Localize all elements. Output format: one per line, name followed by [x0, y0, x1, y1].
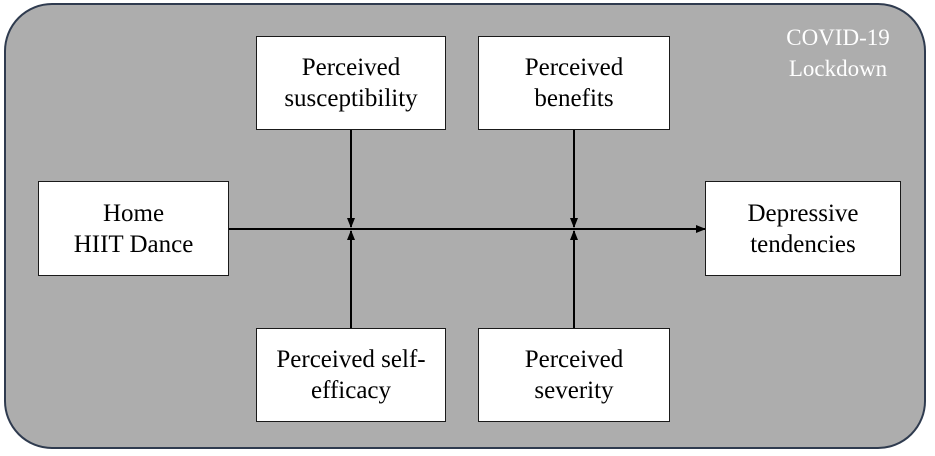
node-depressive-tendencies-line-1: Depressive [747, 199, 859, 227]
context-label-line-2: Lockdown [788, 56, 888, 81]
node-perceived-self-efficacy-line-1: Perceived self- [276, 346, 426, 373]
node-perceived-susceptibility-line-1: Perceived [301, 54, 401, 81]
context-label: COVID-19 Lockdown [768, 22, 908, 84]
node-perceived-self-efficacy: Perceived self- efficacy [256, 328, 446, 422]
node-perceived-susceptibility-line-2: susceptibility [284, 85, 418, 112]
node-home-hiit-dance: Home HIIT Dance [38, 181, 229, 276]
node-home-hiit-dance-line-1: Home [102, 199, 165, 227]
node-perceived-severity-line-2: severity [534, 377, 614, 404]
node-perceived-severity-line-1: Perceived [524, 346, 624, 373]
node-perceived-susceptibility: Perceived susceptibility [256, 36, 446, 130]
node-depressive-tendencies: Depressive tendencies [705, 181, 901, 276]
node-depressive-tendencies-line-2: tendencies [750, 230, 856, 258]
node-perceived-benefits-line-1: Perceived [524, 54, 624, 81]
context-label-line-1: COVID-19 [786, 25, 890, 50]
node-perceived-self-efficacy-line-2: efficacy [310, 377, 392, 404]
node-perceived-benefits: Perceived benefits [478, 36, 670, 130]
node-perceived-benefits-line-2: benefits [534, 85, 614, 112]
node-home-hiit-dance-line-2: HIIT Dance [73, 230, 194, 258]
node-perceived-severity: Perceived severity [478, 328, 670, 422]
